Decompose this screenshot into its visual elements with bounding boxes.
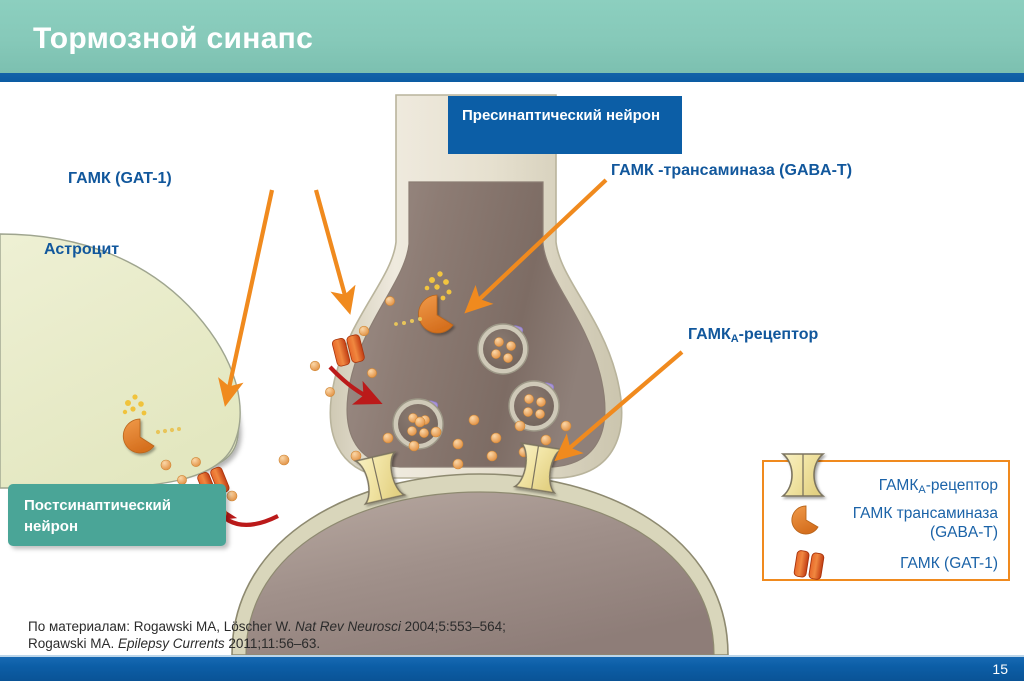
legend-receptor-subscript: A [918,484,926,496]
citation-line2-prefix: Rogawski MA. [28,636,119,651]
gaba-a-receptor-label: ГАМКA-рецептор [688,326,818,345]
postsynaptic-neuron-label: Постсинаптический нейрон [8,484,226,546]
header-accent-stripe [0,73,1024,82]
gaba-reuptake-arrow-presynaptic [328,365,383,405]
gaba-a-receptor [353,450,407,506]
gaba-transaminase-icon [791,505,819,535]
gaba-a-receptor-label-main: ГАМК [688,326,731,343]
citation: По материалам: Rogawski MA, Löscher W. N… [28,618,648,652]
legend-item-receptor: ГАМКA-рецептор [879,476,998,500]
astrocyte-label: Астроцит [44,241,120,258]
citation-line1-prefix: По материалам: Rogawski MA, Löscher W. [28,619,296,634]
citation-line1-suffix: 2004;5:553–564; [400,619,506,634]
legend-item-transaminase: ГАМК трансаминаза (GABA-T) [808,504,998,542]
pointer-arrow-gaba-transaminase [464,178,608,314]
legend-transaminase-line1: ГАМК трансаминаза [852,505,998,522]
astrocyte-gaba-transaminase [122,394,181,454]
citation-line2-journal: Epilepsy Currents [118,636,225,651]
legend-transaminase-line2: (GABA-T) [929,524,998,541]
footer-divider [0,655,1024,657]
neurotransmitter-cloud [278,414,572,470]
legend-receptor-main: ГАМК [878,477,919,494]
legend-receptor-tail: -рецептор [925,477,998,494]
pointer-arrow-gat1-astrocyte [218,189,275,407]
page-title: Тормозной синапс [33,22,314,55]
postsynaptic-neuron [231,473,729,655]
gat1-label: ГАМК (GAT-1) [68,170,172,187]
citation-line1-journal: Nat Rev Neurosci [295,619,401,634]
pointer-arrow-gaba-a-receptor [554,350,684,462]
gaba-a-receptor-label-subscript: A [730,333,739,345]
page-number: 15 [992,661,1008,677]
gaba-a-receptor-icon [780,453,826,497]
presynaptic-gaba-transaminase [394,271,454,334]
presynaptic-neuron-label: Пресинаптический нейрон [448,96,682,154]
presynaptic-gat1-transporter [331,334,365,367]
footer-bar [0,657,1024,681]
gaba-molecules-cleft-left [309,296,395,397]
gaba-transaminase-label: ГАМК -трансаминаза (GABA-T) [611,162,853,179]
synapse-diagram [0,94,729,655]
gat1-transporter-icon [793,550,825,580]
slide-header [0,0,1024,73]
citation-line2-suffix: 2011;11:56–63. [224,636,321,651]
pointer-arrow-gat1-presynaptic [313,189,356,315]
astrocyte-body [0,233,241,489]
legend-box: ГАМКA-рецептор ГАМК трансаминаза (GABA-T)… [762,453,1010,581]
gaba-a-receptor-label-tail: -рецептор [738,326,819,343]
legend-item-gat1: ГАМК (GAT-1) [900,555,998,572]
